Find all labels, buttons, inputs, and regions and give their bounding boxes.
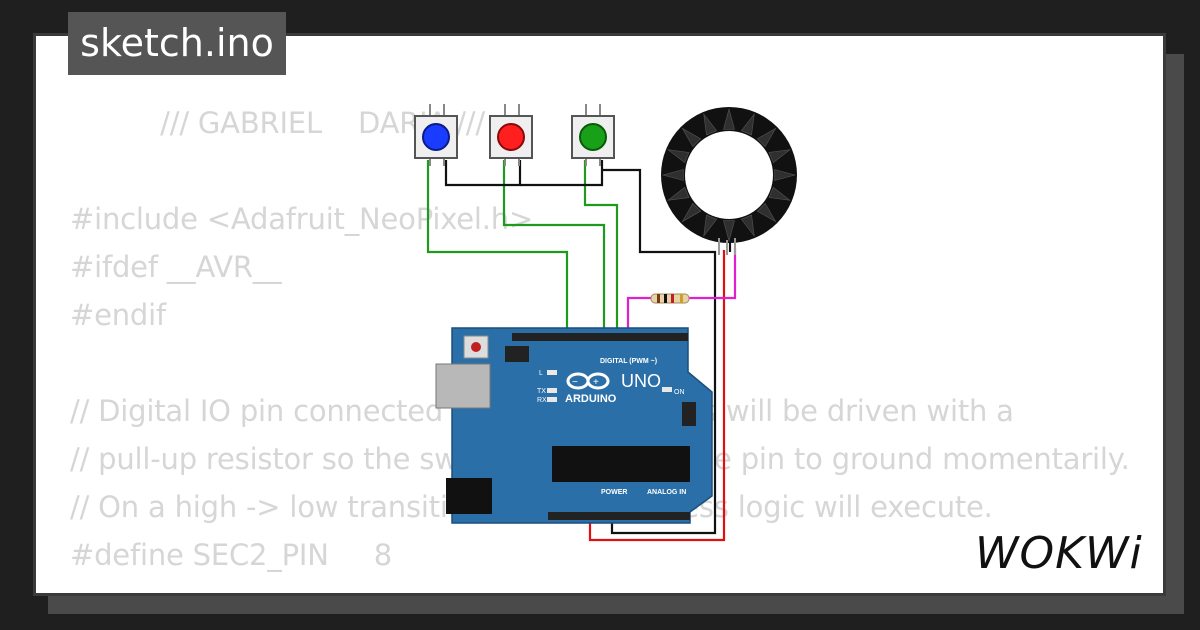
ring-led [703, 112, 718, 136]
code-line: // On a high -> low transition the butto… [70, 490, 993, 524]
pushbutton-green[interactable] [571, 104, 615, 166]
ring-led [768, 149, 792, 164]
neopixel-ring [661, 107, 797, 255]
on-label: ON [674, 389, 685, 396]
ring-led [756, 202, 777, 223]
ring-led [666, 186, 690, 201]
power-label: POWER [601, 489, 627, 496]
l-label: L [539, 370, 543, 377]
rx-label: RX [537, 397, 547, 404]
pushbutton-red[interactable] [489, 104, 533, 166]
ring-led [666, 149, 690, 164]
ring-led [703, 214, 718, 238]
wokwi-logo: WOKWi [975, 528, 1143, 579]
ring-led [681, 127, 702, 148]
ring-led [661, 169, 684, 181]
ring-led [740, 112, 755, 136]
ring-led [681, 202, 702, 223]
ring-led [756, 127, 777, 148]
code-line: #include <Adafruit_NeoPixel.h> [70, 202, 534, 236]
ring-led [740, 214, 755, 238]
digital-header-label: DIGITAL (PWM ~) [600, 358, 657, 365]
code-line: /// GABRIEL DARIA /// [70, 106, 485, 140]
ring-led [774, 169, 797, 181]
tx-label: TX [537, 388, 546, 395]
svg-text:−: − [572, 377, 578, 388]
code-line: #define SEC2_PIN 8 [70, 538, 393, 572]
analog-label: ANALOG IN [647, 489, 686, 496]
code-line: #endif [70, 298, 166, 332]
sketch-title-tab[interactable]: sketch.ino [68, 12, 286, 75]
code-line: #ifdef __AVR__ [70, 250, 282, 284]
ring-led [723, 107, 735, 130]
board-brand-label: ARDUINO [565, 393, 617, 405]
board-model-label: UNO [621, 371, 661, 391]
ring-led [768, 186, 792, 201]
ring-led [723, 220, 735, 243]
pushbutton-blue[interactable] [414, 104, 458, 166]
resistor [650, 293, 690, 304]
arduino-uno-board: − + ARDUINO UNO DIGITAL (PWM ~) POWER AN… [435, 327, 713, 524]
svg-text:+: + [593, 377, 599, 388]
